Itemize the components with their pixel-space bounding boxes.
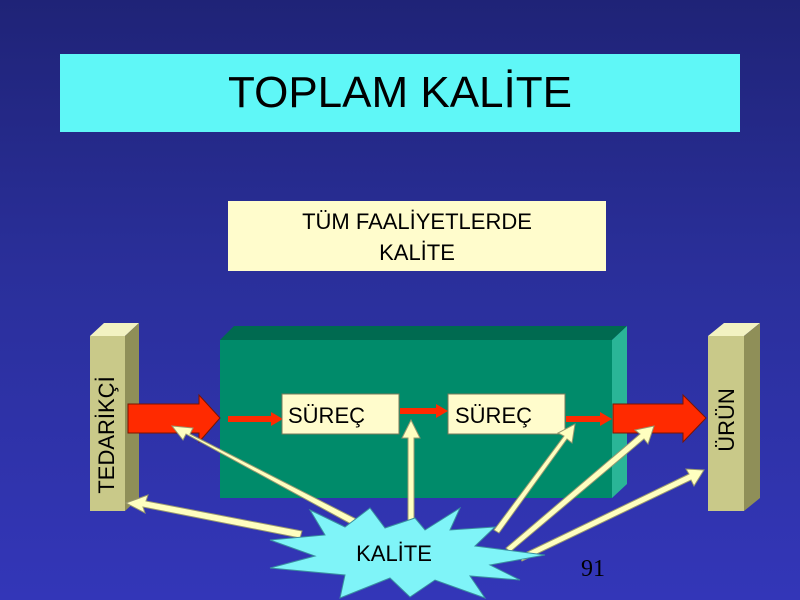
quality-arrow-to-flow-left (170, 425, 367, 531)
subtitle-line-2: KALİTE (379, 240, 455, 265)
subtitle-box: TÜM FAALİYETLERDE KALİTE (228, 201, 606, 271)
process-box-1-label: SÜREÇ (288, 403, 365, 428)
page-number: 91 (581, 556, 605, 582)
quality-arrow-to-flow-right (505, 425, 655, 553)
outflow-small-arrow (566, 412, 612, 426)
process-box-1: SÜREÇ (281, 393, 400, 435)
page-title: TOPLAM KALİTE (228, 68, 572, 117)
inflow-small-arrow (228, 412, 283, 426)
quality-burst: KALİTE (269, 506, 546, 599)
process-box-2: SÜREÇ (447, 393, 566, 435)
quality-arrow-to-process-2 (493, 423, 576, 534)
subtitle-line-1: TÜM FAALİYETLERDE (302, 209, 532, 234)
supplier-to-process-arrow (127, 393, 221, 444)
quality-arrow-to-process (401, 418, 421, 531)
product-label: ÜRÜN (714, 388, 739, 452)
between-process-arrow (400, 404, 448, 418)
process-box-2-label: SÜREÇ (455, 403, 532, 428)
supplier-label: TEDARİKÇİ (94, 376, 119, 493)
quality-arrow-to-supplier (124, 494, 303, 539)
quality-burst-label: KALİTE (356, 541, 432, 566)
title-box: TOPLAM KALİTE (60, 54, 740, 132)
quality-arrows (124, 418, 705, 562)
quality-arrow-to-product (518, 468, 705, 562)
product-column: ÜRÜN (708, 323, 760, 511)
